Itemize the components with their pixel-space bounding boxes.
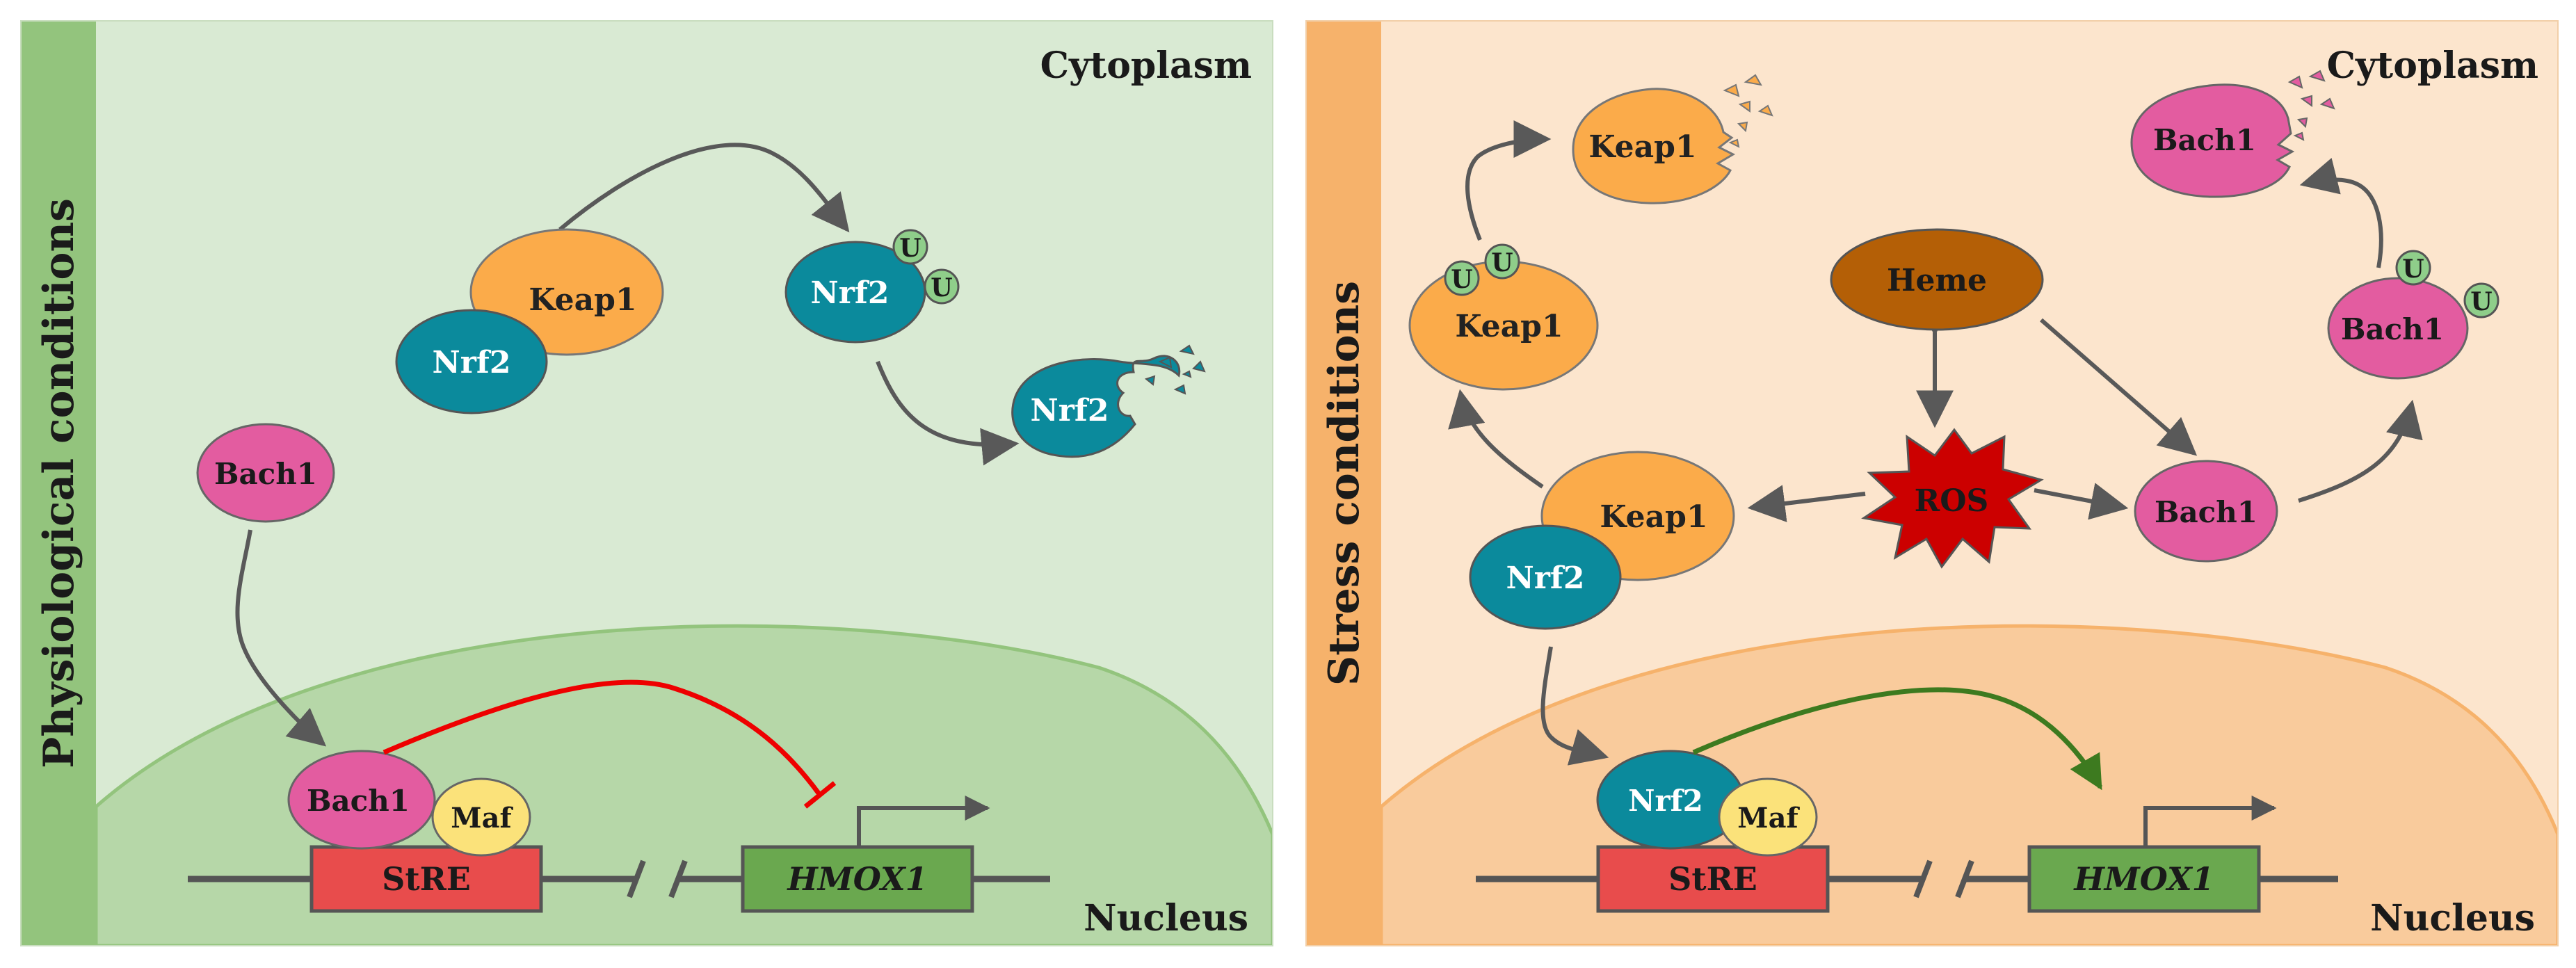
ubiquitin-tag — [2395, 250, 2431, 286]
left-bach1-bound — [287, 750, 436, 850]
ubiquitin-label: U — [899, 234, 921, 263]
dna-break-mark — [627, 860, 646, 898]
ubiquitin-label: U — [1491, 248, 1513, 277]
right-bach1-ubiquitinated — [2327, 277, 2469, 380]
left-inhibition-bar — [803, 781, 837, 809]
ubiquitin-tag — [892, 229, 928, 265]
left-side-title: Physiological conditions — [35, 198, 83, 768]
right-hmox1-label: HMOX1 — [2072, 860, 2214, 898]
left-hmox1-box — [741, 845, 974, 913]
right-stre-label: StRE — [1668, 860, 1757, 898]
left-panel-border — [20, 20, 1273, 946]
ubiquitin-tag — [1444, 260, 1480, 296]
arrow-bach1-to-nucleus — [235, 529, 327, 747]
ubiquitin-label: U — [2402, 255, 2424, 284]
arrow-complex-to-keap1-ub — [1448, 389, 1544, 489]
right-panel: Cytoplasm Nucleus Stress conditions Keap… — [1305, 20, 2559, 946]
left-keap1-label: Keap1 — [529, 282, 636, 318]
right-nrf2-complex — [1469, 524, 1622, 630]
arrow-complex-to-nrf2-ub — [558, 143, 850, 233]
left-inhibition-line — [383, 679, 821, 796]
left-stre-box — [309, 845, 543, 913]
dna-break-mark — [1955, 860, 1974, 898]
ubiquitin-label: U — [1451, 265, 1472, 294]
right-keap1-degraded — [1572, 88, 1736, 204]
right-nrf2-bound-label: Nrf2 — [1628, 784, 1703, 818]
right-nucleus-label: Nucleus — [2370, 897, 2535, 939]
left-nrf2-ub-label: Nrf2 — [811, 275, 889, 311]
arrow-ros-to-keap1 — [1747, 485, 1866, 522]
dna-break-mark — [668, 860, 688, 898]
left-maf-label: Maf — [451, 802, 513, 834]
right-bach1-degraded-label: Bach1 — [2153, 123, 2256, 157]
arrow-nrf2-ub-to-degraded — [876, 360, 1020, 466]
ros-starburst — [1861, 428, 2044, 569]
right-activation-arrow — [1692, 687, 2103, 791]
left-nrf2 — [395, 309, 548, 414]
left-maf — [431, 777, 531, 857]
right-hmox1-box — [2027, 845, 2261, 913]
right-stre-box — [1596, 845, 1830, 913]
left-nrf2-degraded-label: Nrf2 — [1031, 393, 1109, 428]
left-panel: Cytoplasm Nucleus Physiological conditio… — [20, 20, 1273, 946]
bach1-fragments — [2287, 70, 2335, 141]
nrf2-fragments — [1144, 344, 1206, 395]
left-stre-label: StRE — [382, 860, 471, 898]
ros-label: ROS — [1915, 483, 1989, 519]
left-nrf2-label: Nrf2 — [433, 345, 511, 380]
right-promoter-arrow — [2143, 796, 2277, 847]
left-nucleus-label: Nucleus — [1084, 897, 1248, 939]
ubiquitin-tag — [2463, 282, 2499, 318]
arrow-keap1-ub-to-degraded — [1465, 120, 1552, 241]
heme-label: Heme — [1887, 263, 1987, 298]
left-cytoplasm-label: Cytoplasm — [1040, 45, 1252, 87]
right-keap1-ub-label: Keap1 — [1455, 309, 1563, 344]
right-keap1-degraded-label: Keap1 — [1588, 129, 1696, 165]
dna-break-mark — [1913, 860, 1933, 898]
keap1-fragments — [1723, 74, 1773, 148]
ubiquitin-label: U — [931, 273, 952, 302]
ubiquitin-label: U — [2470, 287, 2492, 316]
right-keap1-complex-label: Keap1 — [1600, 499, 1707, 535]
right-maf-label: Maf — [1737, 802, 1800, 834]
left-bach1-bound-label: Bach1 — [307, 784, 410, 818]
ubiquitin-tag — [924, 268, 960, 305]
arrow-ros-to-bach1 — [2034, 483, 2129, 520]
right-nrf2-complex-label: Nrf2 — [1506, 560, 1585, 596]
right-side-title: Stress conditions — [1320, 281, 1369, 686]
right-panel-border — [1305, 20, 2559, 946]
arrow-heme-to-bach1 — [2040, 318, 2198, 456]
arrow-nrf2-to-nucleus — [1540, 646, 1609, 766]
right-side-bar — [1306, 21, 1381, 946]
arrow-bach1-to-bach1-ub — [2298, 399, 2423, 503]
left-bach1-label: Bach1 — [214, 457, 317, 491]
right-bach1-degraded — [2130, 83, 2295, 198]
left-side-bar — [21, 21, 96, 946]
left-bach1 — [196, 423, 335, 523]
arrow-bach1-ub-to-degraded — [2299, 158, 2383, 268]
left-hmox1-label: HMOX1 — [786, 860, 927, 898]
ubiquitin-tag — [1484, 243, 1520, 280]
left-nrf2-degraded — [1011, 355, 1181, 458]
heme — [1830, 228, 2044, 331]
right-maf — [1718, 777, 1818, 857]
left-promoter-arrow — [857, 796, 990, 847]
right-cytoplasm-label: Cytoplasm — [2327, 45, 2538, 87]
right-bach1-label: Bach1 — [2155, 495, 2257, 529]
right-bach1 — [2134, 460, 2278, 563]
right-bach1-ub-label: Bach1 — [2341, 312, 2444, 346]
